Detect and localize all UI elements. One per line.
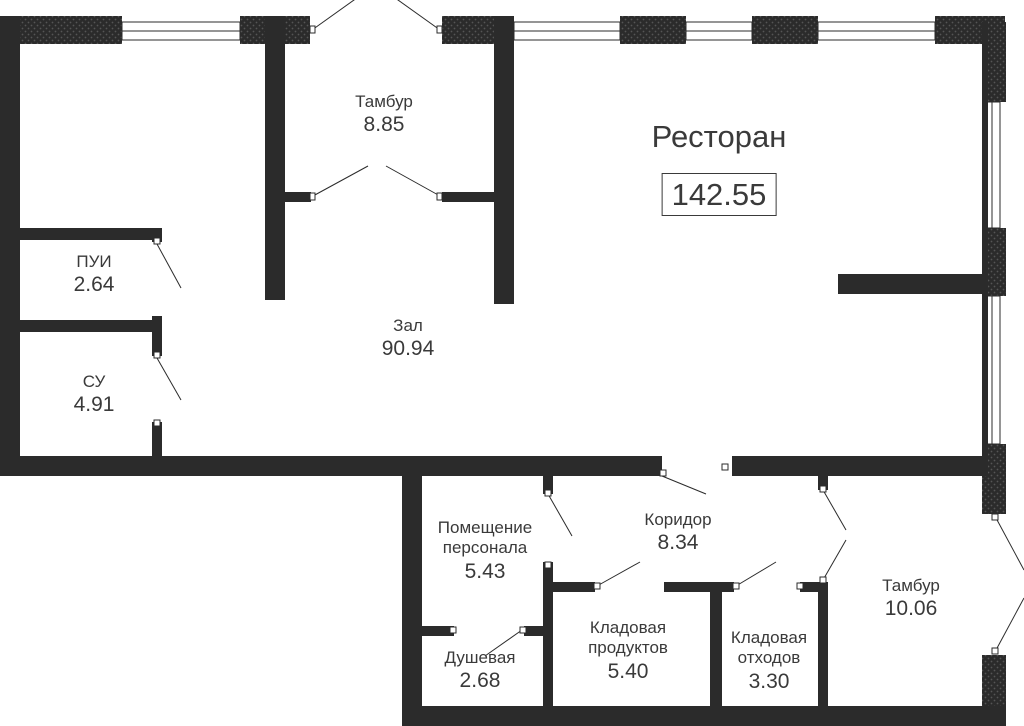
vestibule-top-name: Тамбур [355, 92, 413, 111]
wall-pantry-food-top [553, 582, 595, 592]
wall-vestibule2-post [818, 476, 828, 490]
wall-bottom-upper-right [732, 456, 984, 476]
restaurant-name: Ресторан [651, 119, 787, 154]
staff-room-label: Помещение персонала 5.43 [438, 518, 532, 584]
shower-area: 2.68 [459, 669, 501, 693]
wall-pier-top-left [0, 16, 122, 44]
wall-bottom-upper [0, 456, 662, 476]
pui-area: 2.64 [73, 273, 115, 297]
wall-staff-post [543, 476, 553, 494]
corridor-label: Коридор 8.34 [644, 510, 711, 556]
restaurant-label: Ресторан 142.55 [651, 118, 787, 217]
wall-pantry-waste-top [664, 582, 734, 592]
wall-staff-inner [543, 562, 553, 712]
vestibule-right-name: Тамбур [882, 576, 940, 595]
wall-lower-left [402, 456, 422, 726]
outer-walls [0, 16, 1006, 726]
su-label: СУ 4.91 [74, 372, 115, 418]
shower-label: Душевая 2.68 [445, 648, 516, 694]
restaurant-area: 142.55 [661, 173, 777, 217]
wall-vestibule-stub-left [285, 192, 311, 202]
pui-label: ПУИ 2.64 [74, 252, 115, 298]
wall-shower-stub [524, 626, 543, 636]
staff-room-area: 5.43 [464, 559, 506, 583]
wall-su-post-bottom [152, 422, 162, 458]
staff-room-name-line2: персонала [442, 538, 528, 558]
pantry-waste-name-line1: Кладовая [730, 628, 808, 647]
pantry-food-area: 5.40 [607, 659, 649, 683]
windows [121, 21, 1001, 445]
wall-vestibule-right [494, 16, 514, 304]
wall-right-upper [982, 22, 988, 476]
pantry-waste-name-line2: отходов [737, 648, 801, 668]
pui-name: ПУИ [76, 252, 112, 271]
wall-restaurant-partition [838, 274, 988, 294]
wall-pui-top [20, 228, 162, 240]
su-area: 4.91 [73, 393, 115, 417]
wall-pier-top-c [752, 16, 818, 44]
hall-label: Зал 90.94 [382, 316, 435, 362]
wall-pui-door-post [152, 228, 162, 242]
wall-lower-bottom [402, 706, 1006, 726]
wall-pantry-waste-stub [800, 582, 818, 592]
pantry-food-name-line1: Кладовая [589, 618, 667, 637]
wall-vestibule-stub-right [442, 192, 494, 202]
hall-name: Зал [393, 316, 423, 335]
vestibule-top-area: 8.85 [363, 113, 405, 137]
corridor-name: Коридор [644, 510, 712, 529]
wall-vestibule-left [265, 16, 285, 300]
vestibule-top-label: Тамбур 8.85 [355, 92, 413, 138]
wall-pier-top-b [620, 16, 686, 44]
corridor-area: 8.34 [657, 531, 699, 555]
wall-pantry-divider [710, 582, 722, 712]
wall-shower-top [422, 626, 454, 636]
wall-su-post-top [152, 316, 162, 356]
vestibule-right-area: 10.06 [884, 597, 938, 621]
pantry-food-name-line2: продуктов [588, 638, 668, 658]
pantry-waste-label: Кладовая отходов 3.30 [731, 628, 807, 694]
hall-area: 90.94 [381, 337, 435, 361]
doors [153, 0, 1024, 657]
vestibule-right-label: Тамбур 10.06 [882, 576, 940, 622]
staff-room-name-line1: Помещение [437, 518, 533, 537]
shower-name: Душевая [444, 648, 516, 667]
wall-pui-bottom [20, 320, 162, 332]
pantry-waste-area: 3.30 [748, 669, 790, 693]
su-name: СУ [82, 372, 106, 391]
wall-left [0, 16, 20, 476]
wall-pantry-waste-right [818, 582, 828, 712]
pantry-food-label: Кладовая продуктов 5.40 [588, 618, 668, 684]
